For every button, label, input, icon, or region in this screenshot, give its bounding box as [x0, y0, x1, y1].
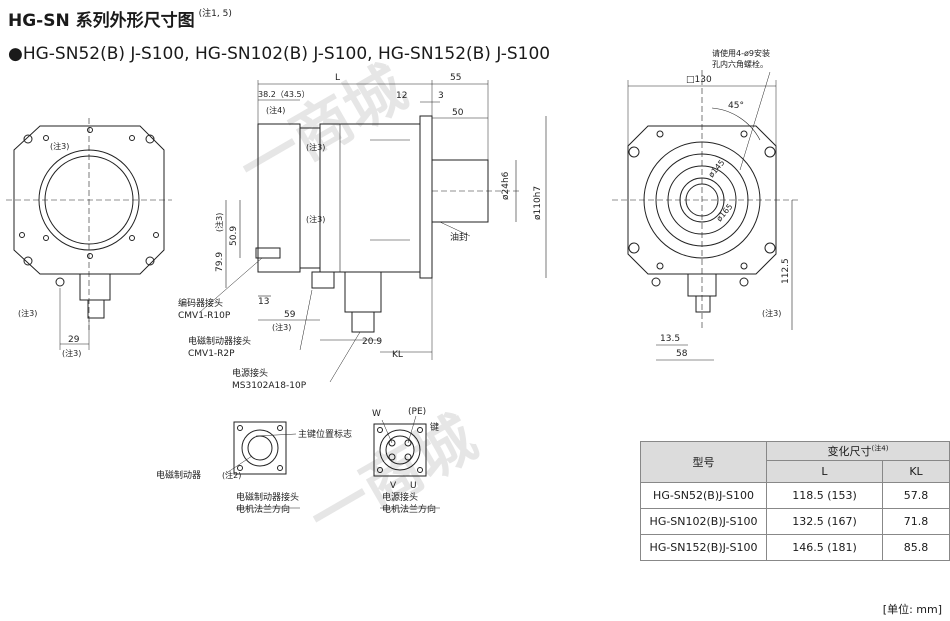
- dim-38-2: 38.2（43.5）: [258, 90, 310, 99]
- dim-3: 3: [438, 91, 444, 101]
- bullet-icon: ●: [8, 44, 23, 64]
- power-connector-detail: [373, 415, 440, 509]
- brake-conn-dir-1: 电磁制动器接头: [236, 491, 299, 503]
- dim-50-9: 50.9: [229, 226, 239, 246]
- pin-V: V: [390, 481, 397, 491]
- table-row: HG-SN102(B)J-S100 132.5 (167) 71.8: [640, 508, 950, 535]
- note-4-side: (注4): [266, 105, 285, 115]
- dim-79-9: 79.9: [215, 252, 225, 272]
- dim-square-130: □130: [686, 75, 712, 85]
- note-3-left-bottom: (注3): [18, 308, 37, 318]
- models-line: ●HG-SN52(B) J-S100, HG-SN102(B) J-S100, …: [8, 44, 550, 64]
- pin-U: U: [410, 481, 417, 491]
- brake-connector-label: 电磁制动器接头: [188, 335, 251, 347]
- variable-dimensions-table: 型号 变化尺寸(注4) L KL HG-SN52(B)J-S100 118.5 …: [640, 440, 950, 561]
- page-title-text: HG-SN 系列外形尺寸图: [8, 11, 195, 31]
- side-view: [199, 80, 547, 383]
- cell-model: HG-SN52(B)J-S100: [640, 482, 767, 509]
- dim-45-degree: 45°: [728, 101, 744, 111]
- header-variable: 变化尺寸(注4): [766, 440, 950, 462]
- dim-20-9: 20.9: [362, 337, 382, 347]
- note-3-side-bottom: (注3): [272, 322, 291, 332]
- oil-seal-label: 油封: [450, 231, 468, 243]
- header-L: L: [766, 460, 883, 483]
- cell-KL: 71.8: [882, 508, 950, 535]
- key-label: 键: [430, 421, 439, 433]
- models-text: HG-SN52(B) J-S100, HG-SN102(B) J-S100, H…: [22, 44, 551, 64]
- key-mark-label: 主键位置标志: [298, 428, 352, 440]
- dim-50: 50: [452, 108, 464, 118]
- dim-KL: KL: [392, 350, 403, 360]
- cell-model: HG-SN152(B)J-S100: [640, 534, 767, 561]
- bolt-note-line2: 孔内六角螺栓。: [712, 59, 768, 69]
- encoder-connector-part: CMV1-R10P: [178, 311, 231, 321]
- dim-13: 13: [258, 297, 269, 307]
- note-3-side-top: (注3): [306, 142, 325, 152]
- header-KL: KL: [882, 460, 950, 483]
- table-row: HG-SN52(B)J-S100 118.5 (153) 57.8: [640, 482, 950, 509]
- cell-L: 118.5 (153): [766, 482, 883, 509]
- pin-W: W: [372, 409, 381, 419]
- header-model: 型号: [640, 441, 767, 483]
- dim-112-5: 112.5: [781, 258, 791, 284]
- cell-L: 132.5 (167): [766, 508, 883, 535]
- brake-conn-dir-2: 电机法兰方向: [236, 503, 290, 515]
- pin-PE: (PE): [408, 407, 426, 417]
- cell-KL: 57.8: [882, 482, 950, 509]
- note-2: (注2): [222, 470, 241, 480]
- brake-connector-detail: [224, 421, 300, 509]
- dim-59: 59: [284, 310, 296, 320]
- power-connector-label: 电源接头: [232, 367, 268, 379]
- header-variable-text: 变化尺寸: [827, 445, 872, 459]
- dim-29: 29: [68, 335, 80, 345]
- front-flange-view-right: [612, 70, 800, 361]
- note-3-right: (注3): [762, 308, 781, 318]
- dim-13-5: 13.5: [660, 334, 680, 344]
- header-variable-note: (注4): [871, 444, 889, 453]
- power-conn-dir-1: 电源接头: [382, 491, 418, 503]
- cell-KL: 85.8: [882, 534, 950, 561]
- note-3-vertical: (注3): [214, 213, 224, 232]
- cell-model: HG-SN102(B)J-S100: [640, 508, 767, 535]
- cell-L: 146.5 (181): [766, 534, 883, 561]
- dim-55: 55: [450, 73, 461, 83]
- power-connector-part: MS3102A18-10P: [232, 381, 307, 391]
- table-row: HG-SN152(B)J-S100 146.5 (181) 85.8: [640, 534, 950, 561]
- bolt-note-line1: 请使用4-ø9安装: [712, 48, 770, 58]
- dim-phi110h7: ø110h7: [533, 186, 543, 220]
- front-flange-view-left: [6, 118, 172, 350]
- dim-12: 12: [396, 91, 407, 101]
- title-note: (注1, 5): [198, 9, 232, 19]
- dim-58: 58: [676, 349, 688, 359]
- dim-L: L: [335, 73, 340, 83]
- dim-phi24h6: ø24h6: [501, 171, 511, 200]
- encoder-connector-label: 编码器接头: [178, 297, 223, 309]
- note-3-left-dim: (注3): [62, 348, 81, 358]
- brake-label: 电磁制动器: [156, 469, 201, 481]
- dim-phi145: ø145: [707, 158, 727, 179]
- note-3-side-mid: (注3): [306, 214, 325, 224]
- power-conn-dir-2: 电机法兰方向: [382, 503, 436, 515]
- note-3-left-top: (注3): [50, 141, 69, 151]
- unit-label: [单位: mm]: [882, 603, 942, 616]
- page-title: HG-SN 系列外形尺寸图(注1, 5): [8, 6, 232, 31]
- brake-connector-part: CMV1-R2P: [188, 349, 235, 359]
